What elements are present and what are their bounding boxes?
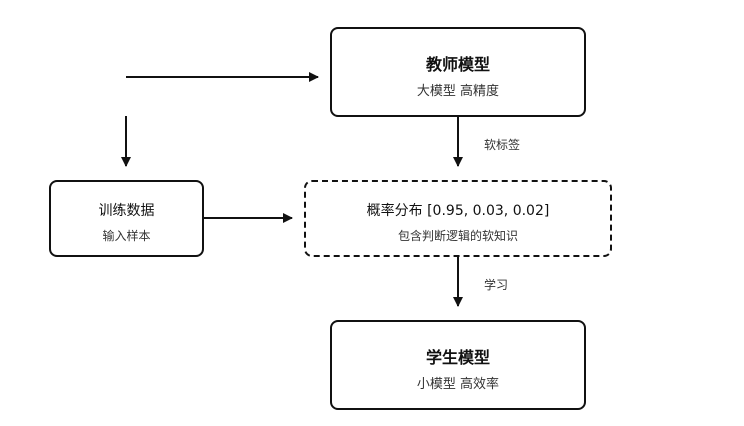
- soft-label-edge-label: 软标签: [484, 138, 521, 152]
- student-model-node: 学生模型 小模型 高效率: [330, 320, 586, 410]
- student-model-title: 学生模型: [425, 348, 490, 367]
- training-data-title: 训练数据: [98, 203, 155, 219]
- teacher-model-subtitle: 大模型 高精度: [416, 84, 500, 99]
- teacher-model-node: 教师模型 大模型 高精度: [330, 27, 586, 117]
- probability-distribution-title: 概率分布 [0.95, 0.03, 0.02]: [366, 203, 550, 219]
- probability-distribution-subtitle: 包含判断逻辑的软知识: [397, 229, 518, 243]
- training-data-node: 训练数据 输入样本: [49, 180, 204, 257]
- learn-edge-label: 学习: [484, 278, 509, 292]
- teacher-model-title: 教师模型: [425, 55, 490, 74]
- training-data-subtitle: 输入样本: [102, 229, 151, 243]
- student-model-subtitle: 小模型 高效率: [416, 377, 500, 392]
- probability-distribution-node: 概率分布 [0.95, 0.03, 0.02] 包含判断逻辑的软知识: [304, 180, 612, 257]
